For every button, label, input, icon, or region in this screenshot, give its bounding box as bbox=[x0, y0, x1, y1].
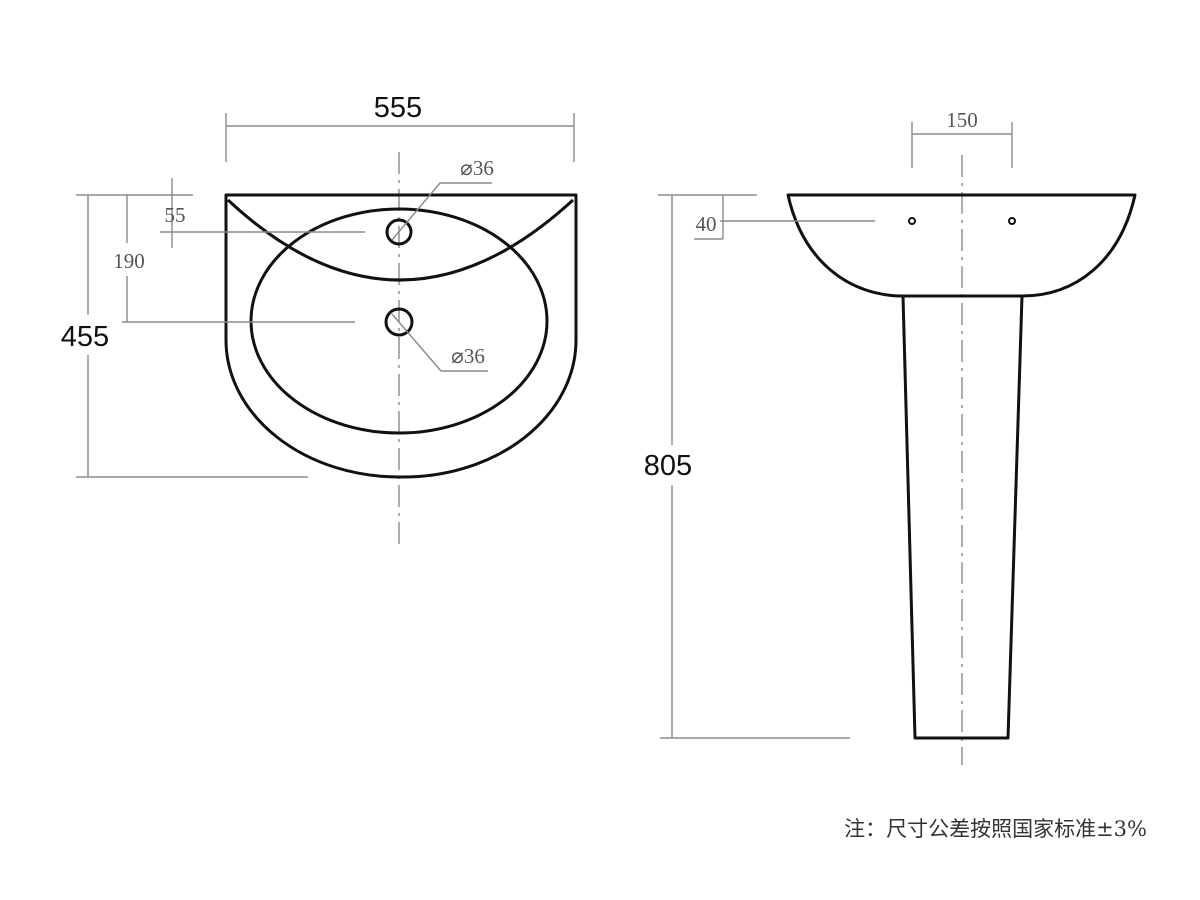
basin-deck-edge bbox=[226, 198, 575, 282]
tap-offset-dimension: 55 bbox=[165, 203, 186, 227]
pedestal bbox=[901, 295, 1024, 740]
front-view: 555 455 190 55 ⌀36 ⌀36 bbox=[61, 92, 578, 547]
tap-hole bbox=[385, 218, 413, 246]
tap-diameter-label: ⌀36 bbox=[460, 156, 494, 180]
basin-bowl bbox=[249, 207, 549, 435]
depth-dimension: 455 bbox=[61, 321, 109, 353]
basin-outline bbox=[224, 193, 578, 479]
total-height-dimension: 805 bbox=[644, 450, 692, 482]
side-view: 150 40 805 bbox=[644, 108, 1137, 765]
mount-hole-right bbox=[1008, 217, 1016, 225]
tolerance-note: 注：尺寸公差按照国家标准±3% bbox=[844, 817, 1147, 841]
drain-hole bbox=[384, 307, 414, 337]
width-dimension: 555 bbox=[374, 92, 422, 124]
drain-diameter-label: ⌀36 bbox=[451, 344, 485, 368]
mount-hole-left bbox=[908, 217, 916, 225]
mount-height-dimension: 40 bbox=[696, 212, 717, 236]
mount-spacing-dimension: 150 bbox=[946, 108, 978, 132]
drain-offset-dimension: 190 bbox=[113, 249, 145, 273]
